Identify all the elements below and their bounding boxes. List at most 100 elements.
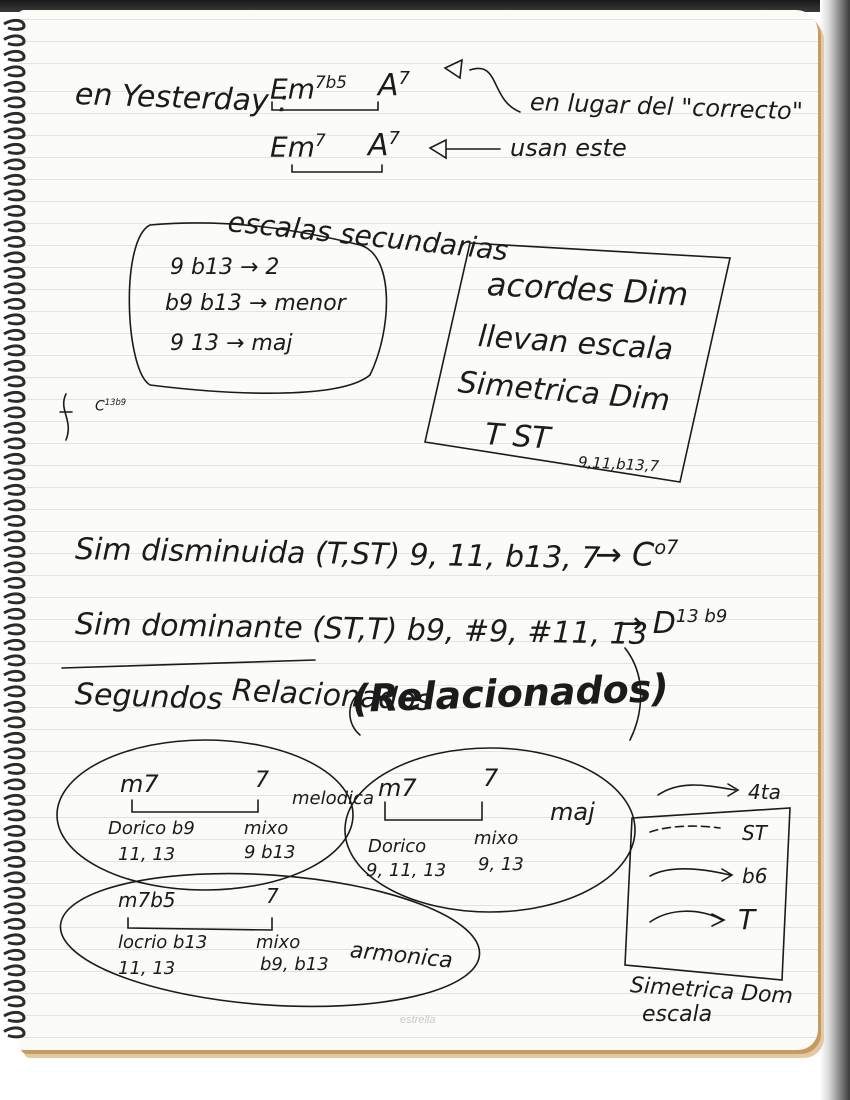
spiral-ring: [3, 716, 26, 729]
header-note-usan: usan este: [510, 134, 627, 162]
spiral-ring: [3, 731, 26, 744]
spiral-ring: [3, 96, 26, 109]
spiral-ring: [3, 902, 26, 915]
chord-extension: 13b9: [104, 397, 127, 407]
ellipse-armonica-outline: [59, 872, 481, 1008]
spiral-ring: [3, 778, 26, 791]
dim-box-outline: [424, 242, 731, 483]
spiral-ring: [3, 576, 26, 589]
section-underline: [61, 659, 316, 669]
spiral-ring: [3, 49, 26, 62]
spiral-binding: [3, 18, 26, 1039]
spiral-ring: [3, 995, 26, 1008]
chord-em7b5: Em7b5: [270, 74, 347, 103]
scale-row-3: 9 13 → maj: [170, 331, 293, 356]
treble-clef-icon: [59, 393, 73, 441]
spiral-ring: [3, 809, 26, 822]
spiral-ring: [3, 142, 26, 155]
interval-b6: b6: [742, 864, 768, 888]
spiral-ring: [3, 80, 26, 93]
spiral-ring: [3, 282, 26, 295]
chord-a7-second: A7: [368, 130, 400, 161]
spiral-ring: [3, 158, 26, 171]
spiral-ring: [3, 359, 26, 372]
spiral-ring: [3, 793, 26, 806]
spiral-ring: [3, 638, 26, 651]
spiral-ring: [3, 220, 26, 233]
bracket-2: [291, 164, 383, 173]
sim-dominante-result: → D13 b9: [618, 608, 727, 639]
chord-root: Em: [270, 130, 315, 164]
bracket-armonica: [127, 917, 273, 931]
maj-right-tensions: 9, 13: [478, 854, 524, 875]
dim-line-1: acordes Dim: [486, 265, 690, 314]
chord-extension: 7: [388, 128, 400, 149]
melodica-right-chord: 7: [255, 768, 269, 793]
spiral-ring: [3, 34, 26, 47]
spiral-ring: [3, 530, 26, 543]
spiral-ring: [3, 421, 26, 434]
spiral-ring: [3, 499, 26, 512]
spiral-ring: [3, 204, 26, 217]
spiral-ring: [3, 251, 26, 264]
chord-a7: A7: [378, 70, 410, 101]
chord-extension: 7: [314, 130, 326, 150]
scale-row-1: 9 b13 → 2: [170, 255, 280, 280]
spiral-ring: [3, 235, 26, 248]
bracket-melodica: [131, 799, 259, 813]
melodica-right-tensions: 9 b13: [244, 842, 296, 863]
spiral-ring: [3, 964, 26, 977]
staff-chord-label: C13b9: [95, 398, 126, 414]
spiral-ring: [3, 840, 26, 853]
spiral-ring: [3, 1026, 26, 1039]
ellipse-maj-outline: [344, 747, 636, 913]
spiral-ring: [3, 452, 26, 465]
spiral-ring: [3, 654, 26, 667]
armonica-right-scale: mixo: [256, 932, 301, 953]
sim-disminuida-line: Sim disminuida (T,ST) 9, 11, b13, 7: [74, 532, 601, 577]
spiral-ring: [3, 328, 26, 341]
spiral-ring: [3, 824, 26, 837]
melodica-left-chord: m7: [120, 770, 159, 798]
chord-extension: o7: [654, 536, 679, 559]
spiral-ring: [3, 375, 26, 388]
spiral-ring: [3, 948, 26, 961]
spiral-ring: [3, 762, 26, 775]
chord-root: Em: [270, 72, 315, 106]
ellipse-melodica-outline: [56, 739, 354, 891]
chord-extension: 13 b9: [675, 606, 728, 627]
maj-label: maj: [550, 798, 595, 826]
chord-root: C: [631, 535, 655, 574]
armonica-left-scale: locrio b13: [118, 932, 208, 953]
arrow-st: [649, 825, 721, 833]
maj-right-scale: mixo: [474, 828, 519, 849]
armonica-right-chord: 7: [266, 884, 279, 908]
spiral-ring: [3, 700, 26, 713]
chord-root: C: [95, 398, 105, 415]
interval-t: T: [738, 903, 756, 936]
chord-root: D: [652, 606, 676, 641]
dim-tensions: 9,11,b13,7: [577, 453, 660, 476]
spiral-ring: [3, 173, 26, 186]
armonica-left-chord: m7b5: [118, 888, 176, 912]
spiral-ring: [3, 933, 26, 946]
chord-extension: 7: [398, 68, 410, 89]
maj-left-chord: m7: [378, 774, 417, 802]
maj-left-scale: Dorico: [368, 836, 427, 857]
header-prefix: en Yesterday :: [74, 77, 290, 120]
melodica-label: melodica: [292, 788, 374, 809]
big-paren-left: [349, 691, 361, 736]
dim-line-4: T ST: [483, 417, 552, 457]
armonica-left-tensions: 11, 13: [118, 958, 176, 979]
spiral-ring: [3, 313, 26, 326]
arrow-symbol: →: [618, 606, 653, 641]
spiral-ring: [3, 886, 26, 899]
spiral-ring: [3, 607, 26, 620]
arrow-b6: [649, 867, 734, 882]
spiral-ring: [3, 437, 26, 450]
maj-right-chord: 7: [483, 764, 499, 792]
scanner-top-edge: [0, 0, 850, 12]
scale-row-2: b9 b13 → menor: [165, 291, 346, 316]
spiral-ring: [3, 855, 26, 868]
